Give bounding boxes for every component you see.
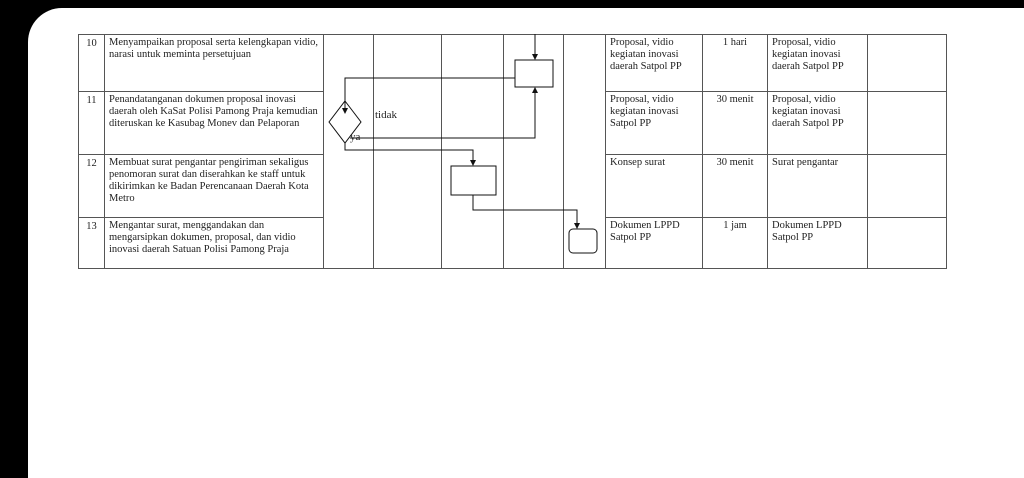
decision-yes-label: ya (350, 131, 361, 143)
decision-no-label: tidak (375, 109, 397, 121)
input-cell: Proposal, vidio kegiatan inovasi Satpol … (605, 91, 703, 155)
flow-arrow (342, 77, 515, 114)
process-box (450, 165, 497, 196)
table-row: 12 Membuat surat pengantar pengiriman se… (78, 154, 947, 218)
flow-arrow-yes (344, 143, 476, 166)
note-cell (867, 217, 947, 269)
table-row: 13 Mengantar surat, menggandakan dan men… (78, 217, 947, 269)
row-number: 11 (78, 91, 105, 155)
output-cell: Surat pengantar (767, 154, 868, 218)
note-cell (867, 91, 947, 155)
activity-cell: Mengantar surat, menggandakan dan mengar… (104, 217, 324, 269)
row-number: 10 (78, 34, 105, 92)
activity-cell: Menyampaikan proposal serta kelengkapan … (104, 34, 324, 92)
time-cell: 30 menit (702, 154, 768, 218)
sop-table: 10 Menyampaikan proposal serta kelengkap… (78, 34, 947, 269)
flow-arrow (472, 195, 580, 229)
input-cell: Dokumen LPPD Satpol PP (605, 217, 703, 269)
row-number: 13 (78, 217, 105, 269)
table-row: 11 Penandatanganan dokumen proposal inov… (78, 91, 947, 155)
activity-cell: Penandatanganan dokumen proposal inovasi… (104, 91, 324, 155)
terminator-shape (568, 228, 598, 254)
time-cell: 1 jam (702, 217, 768, 269)
input-cell: Proposal, vidio kegiatan inovasi daerah … (605, 34, 703, 92)
table-row: 10 Menyampaikan proposal serta kelengkap… (78, 34, 947, 269)
flow-arrow-no (350, 87, 538, 139)
process-box (514, 59, 554, 88)
activity-cell: Membuat surat pengantar pengiriman sekal… (104, 154, 324, 218)
lane-1 (323, 34, 374, 269)
flowchart (328, 34, 598, 254)
